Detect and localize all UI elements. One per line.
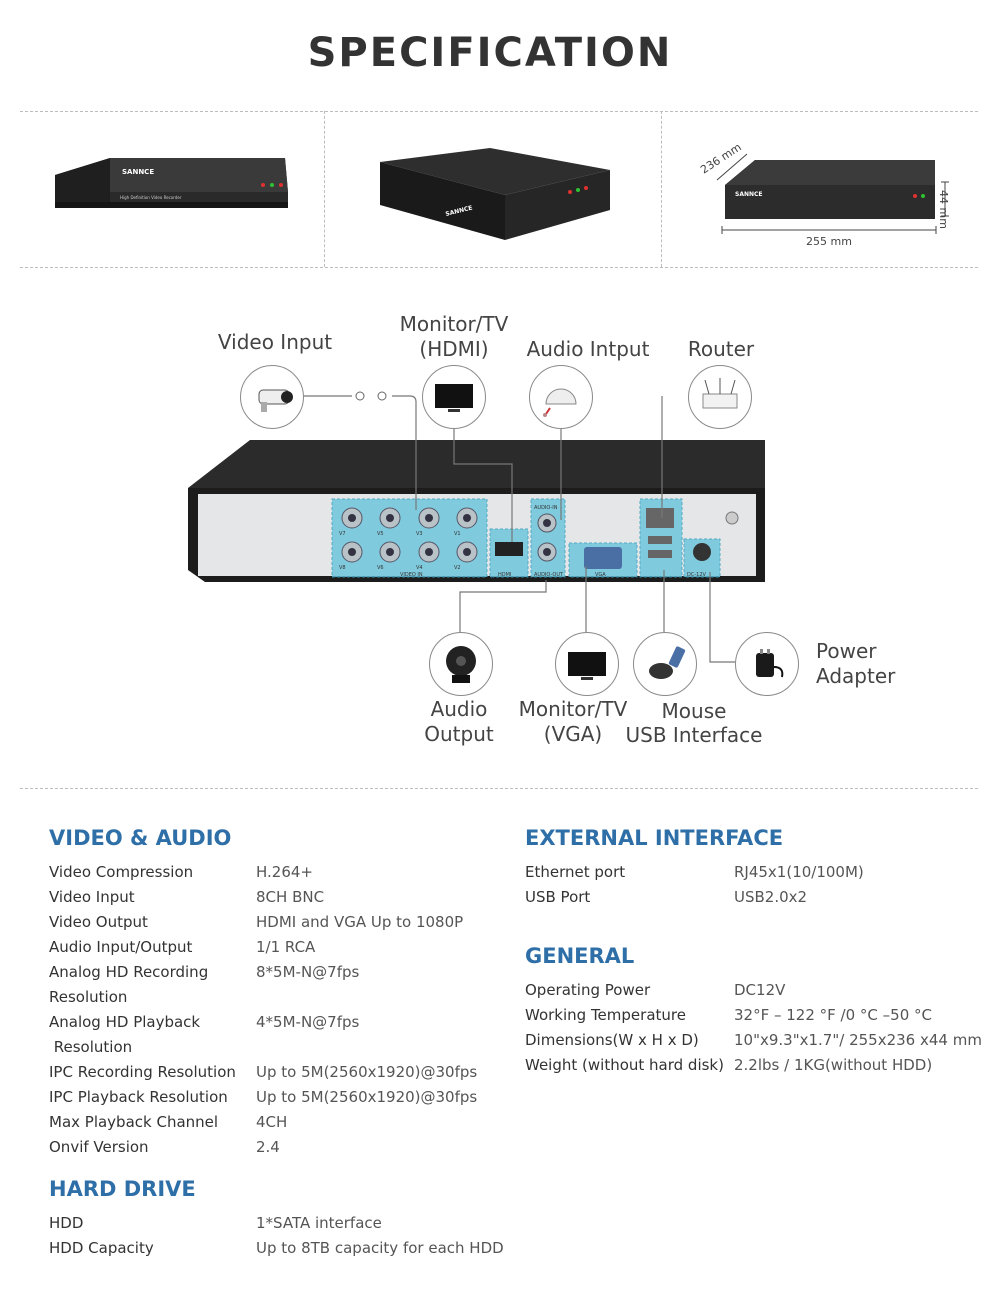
- svg-text:AUDIO-IN: AUDIO-IN: [534, 505, 558, 511]
- svg-text:V4: V4: [416, 565, 423, 571]
- dvr-front-photo: SANNCE High Definition Video Recorder: [55, 158, 288, 208]
- section-title-hard-drive: HARD DRIVE: [49, 1177, 196, 1201]
- dimension-height: 44 mm: [937, 190, 950, 229]
- svg-text:V3: V3: [416, 531, 423, 537]
- svg-text:V6: V6: [377, 565, 384, 571]
- page-title: SPECIFICATION: [307, 30, 673, 76]
- divider-specs: [20, 788, 978, 789]
- lan-port: [646, 508, 674, 528]
- section-title-video-audio: VIDEO & AUDIO: [49, 826, 232, 850]
- section-title-external-interface: EXTERNAL INTERFACE: [525, 826, 784, 850]
- svg-text:V5: V5: [377, 531, 384, 537]
- divider-bottom: [20, 267, 978, 268]
- connection-diagram: V7 V5 V3 V1 V8 V6 V4 V2 VIDEO IN HDMI AUDIO-IN…: [188, 391, 765, 663]
- mouse-circle: [633, 632, 697, 696]
- dc-port: [693, 543, 711, 561]
- brand-logo: SANNCE: [122, 168, 154, 176]
- svg-text:V7: V7: [339, 531, 346, 537]
- monitor-vga-circle: [555, 632, 619, 696]
- label-monitor-hdmi-2: (HDMI): [419, 337, 489, 361]
- dimension-width: 255 mm: [806, 235, 852, 248]
- divider-col-2: [661, 111, 662, 267]
- svg-text:DC-12V: DC-12V: [687, 572, 707, 578]
- microphone-circle: [529, 365, 593, 429]
- label-monitor-vga-2: (VGA): [543, 722, 603, 746]
- device-subtitle: High Definition Video Recorder: [120, 195, 182, 200]
- dvr-angled-photo: SANNCE: [380, 148, 610, 240]
- label-monitor-hdmi-1: Monitor/TV: [399, 312, 509, 336]
- speaker-circle: [429, 632, 493, 696]
- label-router: Router: [687, 337, 755, 361]
- usb-port-1: [648, 536, 672, 544]
- label-mouse-1: Mouse: [661, 699, 727, 723]
- usb-port-2: [648, 550, 672, 558]
- label-audio-input: Audio Intput: [526, 337, 650, 361]
- audio-ports-area: [530, 498, 566, 578]
- monitor-icon: [435, 384, 473, 412]
- svg-text:SANNCE: SANNCE: [735, 191, 763, 198]
- section-title-general: GENERAL: [525, 944, 635, 968]
- hdmi-port: [495, 542, 523, 556]
- microphone-icon: [543, 388, 577, 417]
- camera-icon: [258, 389, 293, 412]
- svg-text:V2: V2: [454, 565, 461, 571]
- divider-col-1: [324, 111, 325, 267]
- label-video-input: Video Input: [217, 330, 333, 354]
- speaker-icon: [446, 646, 476, 683]
- label-audio-output-1: Audio: [430, 697, 488, 721]
- router-circle: [688, 365, 752, 429]
- monitor-hdmi-circle: [422, 365, 486, 429]
- mouse-icon: [649, 646, 686, 679]
- camera-circle: [240, 365, 304, 429]
- label-monitor-vga-1: Monitor/TV: [518, 697, 628, 721]
- svg-text:HDMI: HDMI: [498, 572, 511, 578]
- label-power-1: Power: [816, 639, 877, 663]
- svg-text:VGA: VGA: [595, 572, 606, 578]
- label-mouse-2: USB Interface: [625, 723, 763, 747]
- power-adapter-icon: [756, 649, 784, 678]
- label-power-2: Adapter: [816, 664, 896, 688]
- svg-text:AUDIO-OUT: AUDIO-OUT: [534, 572, 564, 578]
- svg-text:V8: V8: [339, 565, 346, 571]
- svg-text:VIDEO IN: VIDEO IN: [400, 572, 423, 578]
- vga-port: [584, 547, 622, 569]
- power-adapter-circle: [735, 632, 799, 696]
- divider-top: [20, 111, 978, 112]
- label-audio-output-2: Output: [424, 722, 494, 746]
- monitor-icon: [568, 652, 606, 680]
- svg-text:V1: V1: [454, 531, 461, 537]
- dvr-dimension-photo: SANNCE: [716, 153, 949, 234]
- router-icon: [702, 378, 738, 409]
